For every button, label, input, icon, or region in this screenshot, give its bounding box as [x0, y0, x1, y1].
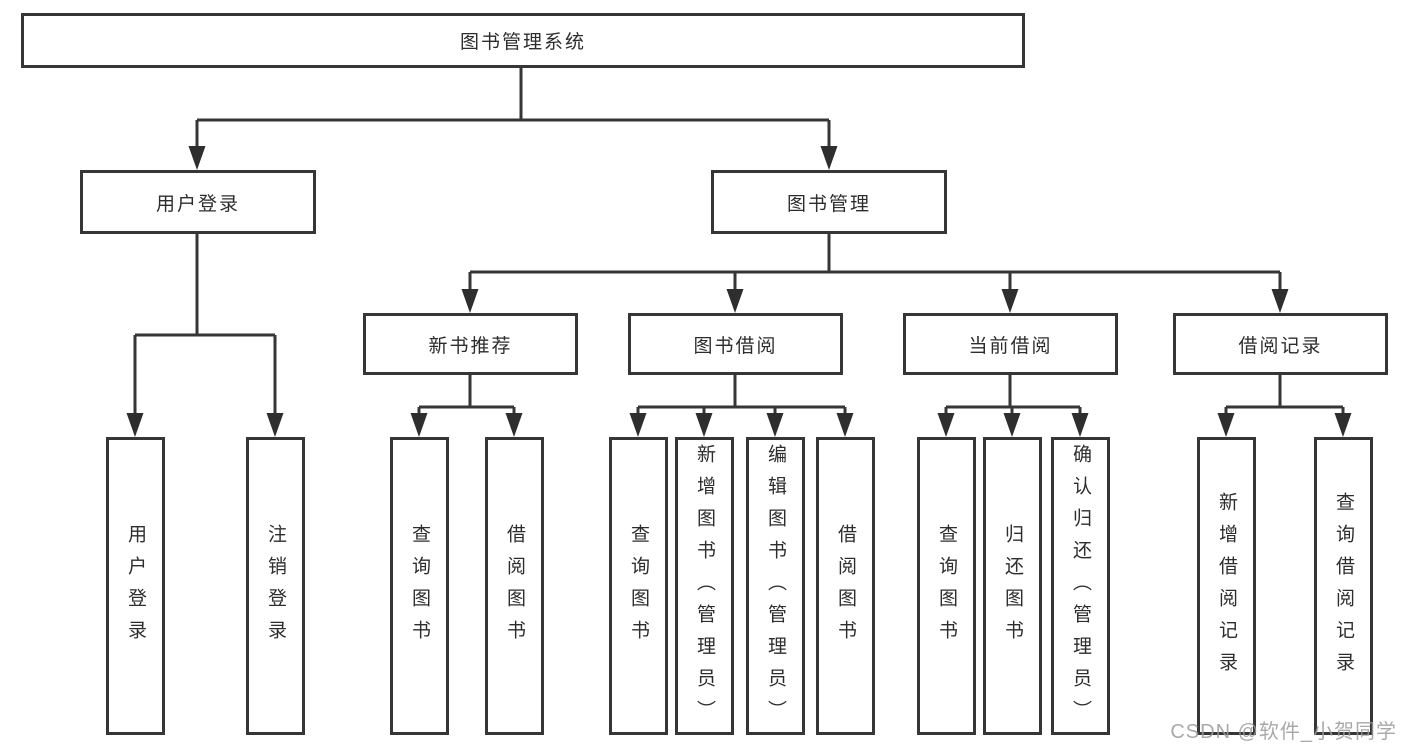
leaf-borrowing-borrow-books: 借阅图书 — [816, 437, 875, 735]
node-book-borrowing: 图书借阅 — [628, 313, 843, 375]
node-new-book-recommend: 新书推荐 — [363, 313, 578, 375]
leaf-recommend-query-books: 查询图书 — [390, 437, 449, 735]
leaf-recommend-borrow-books: 借阅图书 — [485, 437, 544, 735]
leaf-borrowing-query-books: 查询图书 — [609, 437, 668, 735]
leaf-current-return-books: 归还图书 — [983, 437, 1042, 735]
leaf-logout: 注销登录 — [246, 437, 305, 735]
leaf-borrowing-edit-books-admin: 编辑图书（管理员） — [746, 437, 805, 735]
leaf-borrowing-add-books-admin: 新增图书（管理员） — [675, 437, 734, 735]
leaf-records-query-record: 查询借阅记录 — [1314, 437, 1373, 735]
watermark: CSDN @软件_小贺同学 — [1170, 721, 1397, 743]
leaf-current-query-books: 查询图书 — [917, 437, 976, 735]
node-book-management: 图书管理 — [711, 170, 947, 234]
node-borrowing-records: 借阅记录 — [1173, 313, 1388, 375]
leaf-user-login: 用户登录 — [106, 437, 165, 735]
leaf-records-add-record: 新增借阅记录 — [1197, 437, 1256, 735]
leaf-current-confirm-return-admin: 确认归还（管理员） — [1051, 437, 1110, 735]
node-user-login: 用户登录 — [80, 170, 316, 234]
node-current-borrowing: 当前借阅 — [903, 313, 1118, 375]
node-system-root: 图书管理系统 — [21, 13, 1025, 68]
